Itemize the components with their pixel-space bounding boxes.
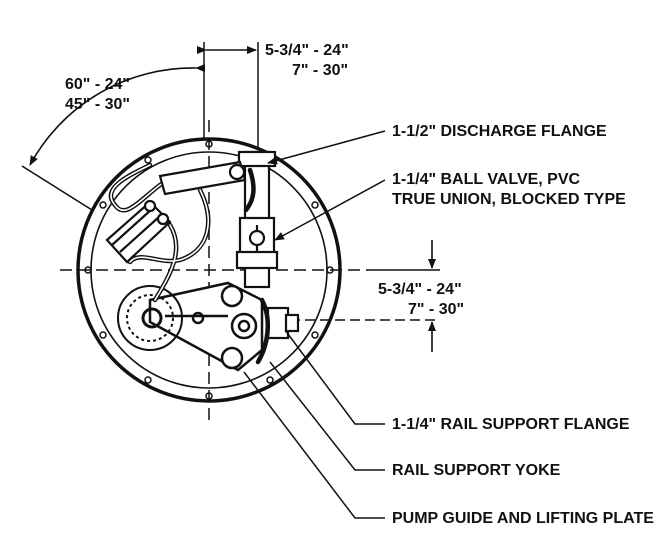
rail-support-flange-label: 1-1/4" RAIL SUPPORT FLANGE	[392, 416, 630, 433]
dimension-labels: 5-3/4" - 24" 7" - 30" 60" - 24" 45" - 30…	[65, 42, 464, 318]
callout-leaders	[243, 130, 386, 519]
radius-arc-dimension	[21, 64, 206, 211]
right-dim-line1: 5-3/4" - 24"	[378, 281, 462, 298]
pump-body	[117, 285, 183, 351]
radius-dim-line1: 60" - 24"	[65, 76, 130, 93]
right-dim-line2: 7" - 30"	[408, 301, 464, 318]
discharge-flange-label: 1-1/2" DISCHARGE FLANGE	[392, 123, 607, 140]
ball-valve-label-line2: TRUE UNION, BLOCKED TYPE	[392, 191, 626, 208]
rail-support-yoke-label: RAIL SUPPORT YOKE	[392, 462, 561, 479]
radius-dim-line2: 45" - 30"	[65, 96, 130, 113]
control-box	[105, 199, 172, 264]
top-dim-line2: 7" - 30"	[292, 62, 348, 79]
ball-valve-label-line1: 1-1/4" BALL VALVE, PVC	[392, 171, 581, 188]
callout-labels: 1-1/2" DISCHARGE FLANGE 1-1/4" BALL VALV…	[392, 123, 654, 527]
pump-guide-plate-label: PUMP GUIDE AND LIFTING PLATE	[392, 510, 654, 527]
rail-support-flange-shape	[266, 306, 300, 340]
lifting-plate	[148, 281, 264, 372]
upper-elbow	[158, 160, 247, 196]
discharge-pipe	[235, 150, 279, 289]
top-dim-line1: 5-3/4" - 24"	[265, 42, 349, 59]
